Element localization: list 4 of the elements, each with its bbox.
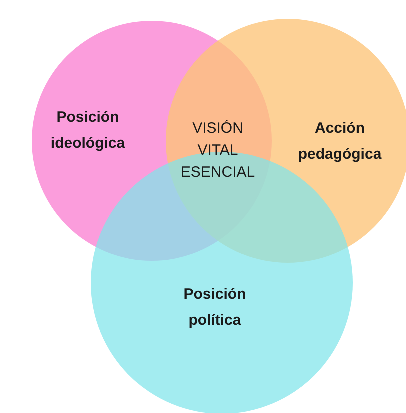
circle-label: Posición ideológica bbox=[50, 108, 126, 154]
center-label: VISIÓN VITAL ESENCIAL bbox=[180, 119, 256, 183]
circle-label: Posición política bbox=[182, 285, 248, 331]
circle-label: Acción pedagógica bbox=[297, 119, 383, 165]
